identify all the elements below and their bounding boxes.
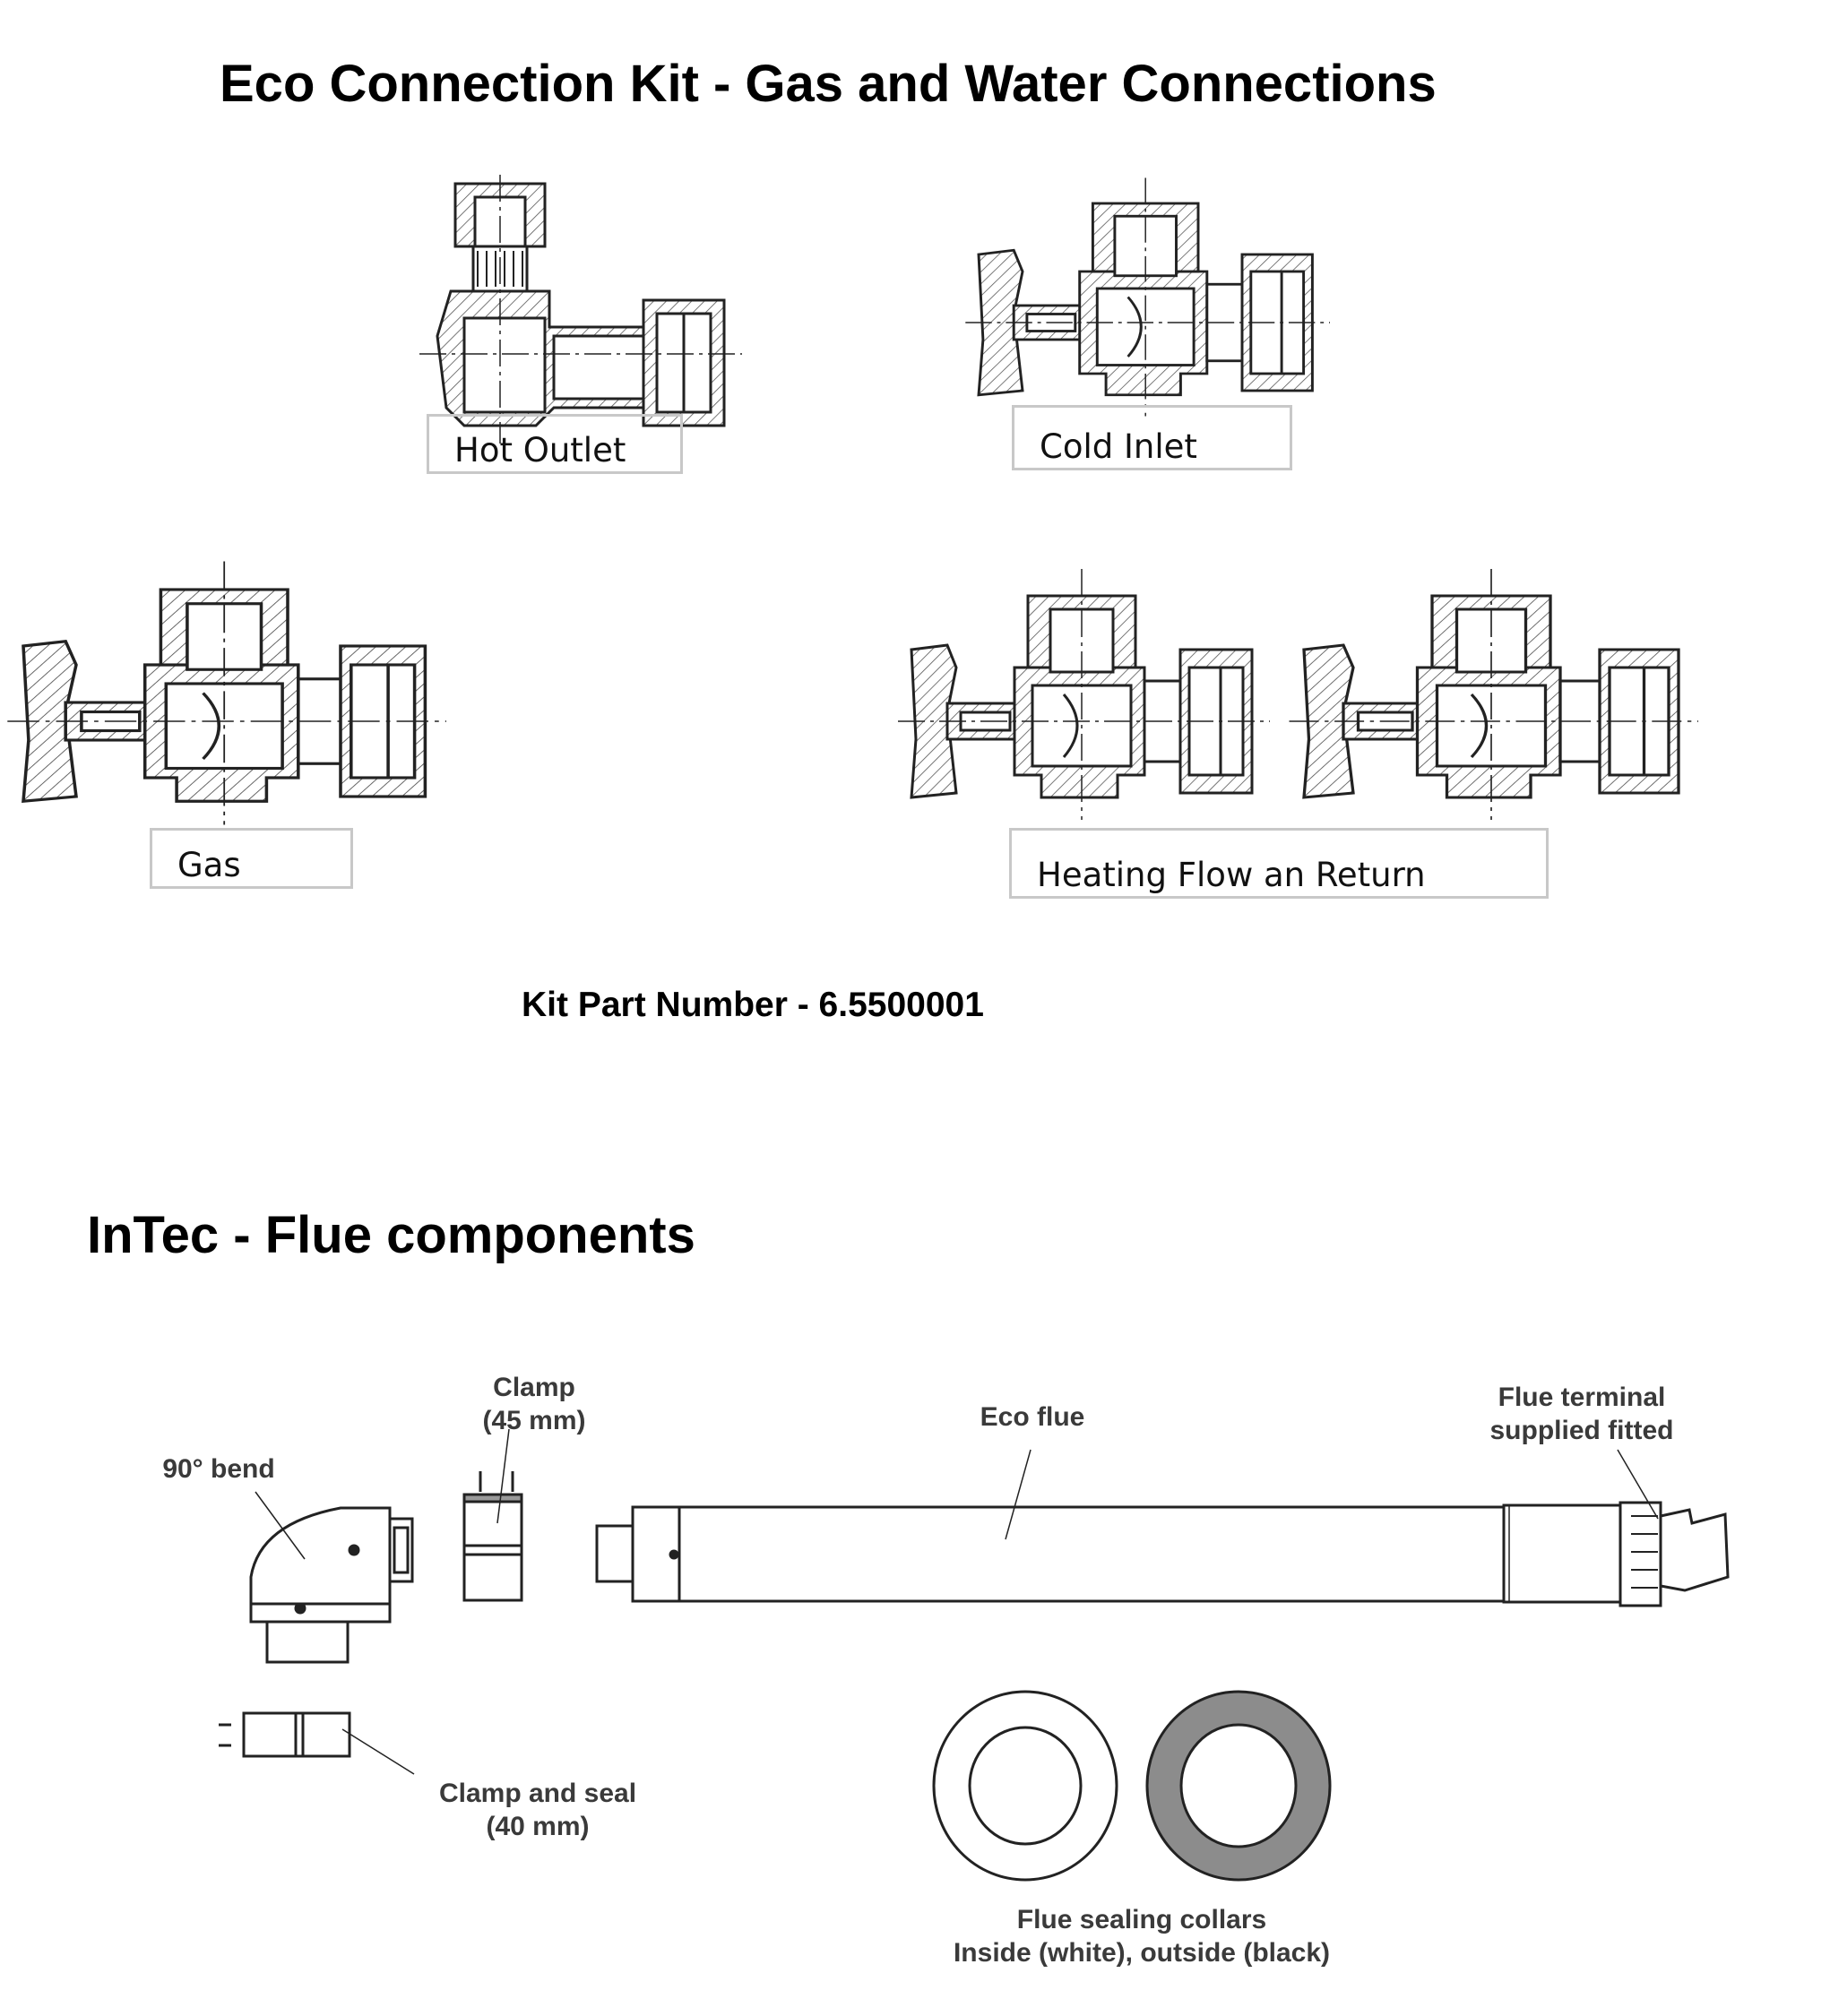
bend-90-drawing [249,1491,414,1664]
label-line: Flue terminal [1498,1383,1666,1412]
label-line: (45 mm) [482,1406,586,1435]
label-gas: Gas [150,828,353,889]
label-clamp-seal-40: Clamp and seal (40 mm) [439,1777,636,1843]
label-line: Clamp [493,1373,575,1402]
label-line: Flue sealing collars [1016,1905,1267,1934]
heating-flow-valve-drawing [896,567,1272,822]
label-line: Inside (white), outside (black) [953,1938,1331,1968]
label-line: supplied fitted [1489,1416,1674,1445]
gas-valve-drawing [5,559,448,827]
heating-return-valve-drawing [1287,567,1700,822]
section-title-connection-kit: Eco Connection Kit - Gas and Water Conne… [220,55,1437,113]
cold-inlet-valve-drawing [963,177,1332,418]
label-hot-outlet: Hot Outlet [427,414,683,474]
label-bend-90: 90° bend [162,1454,275,1484]
clamp-45-drawing [462,1428,523,1602]
kit-part-number: Kit Part Number - 6.5500001 [522,986,984,1024]
sealing-collars-drawing [932,1690,1332,1882]
eco-flue-pipe-drawing [595,1449,1730,1607]
hot-outlet-valve-drawing [418,173,744,445]
section-title-flue-components: InTec - Flue components [87,1206,695,1264]
label-eco-flue: Eco flue [980,1402,1085,1432]
label-line: (40 mm) [486,1812,590,1841]
label-flue-terminal: Flue terminal supplied fitted [1490,1381,1674,1447]
label-heating-flow-return: Heating Flow an Return [1009,828,1549,899]
label-cold-inlet: Cold Inlet [1012,405,1292,470]
clamp-seal-40-drawing [219,1711,415,1775]
label-clamp-45: Clamp (45 mm) [482,1371,585,1437]
label-line: Clamp and seal [438,1779,637,1808]
